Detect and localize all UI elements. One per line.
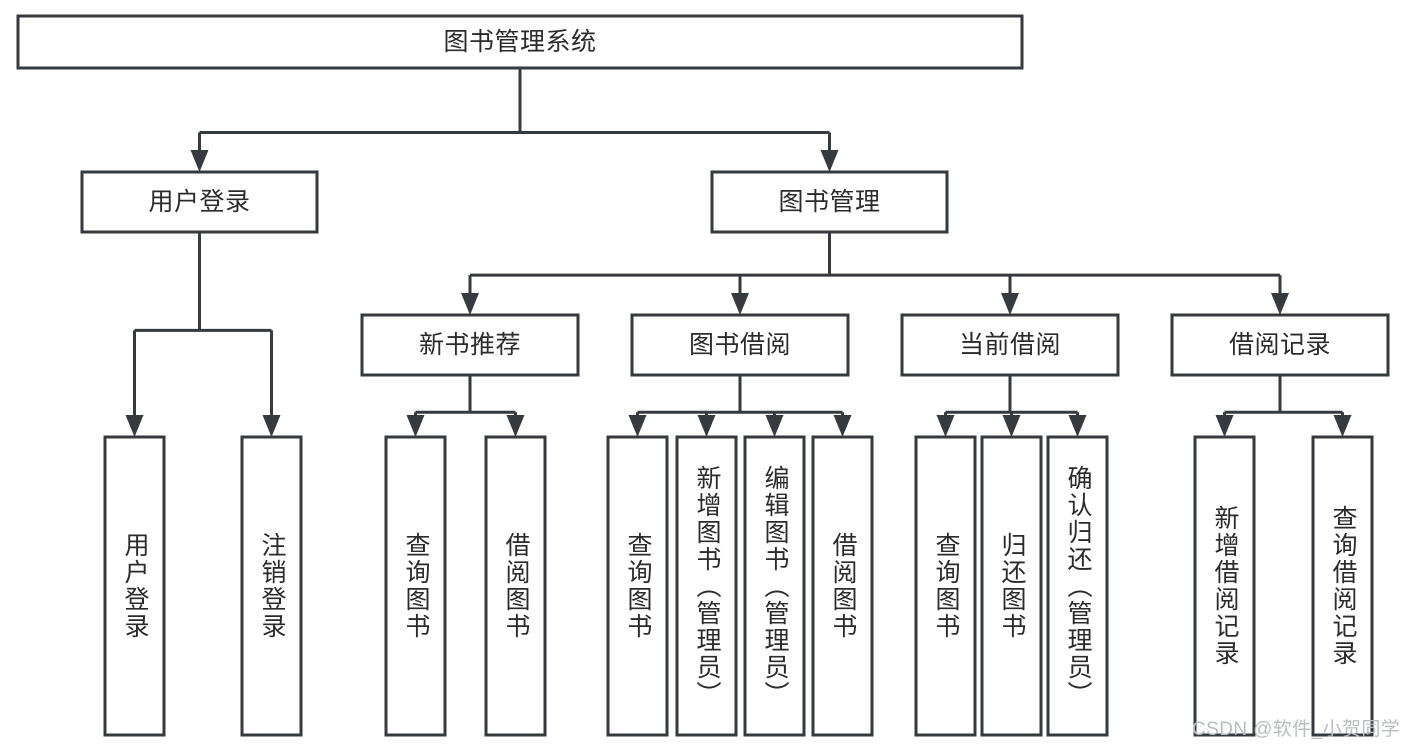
arrow-head-leaf-query-record (1333, 415, 1352, 437)
arrow-head-user-login (190, 150, 209, 172)
node-box-leaf-return-book[interactable] (980, 435, 1043, 737)
node-box-leaf-query-book-1[interactable] (384, 435, 447, 737)
arrow-head-leaf-add-record (1215, 415, 1234, 437)
arrow-head-book-management (820, 150, 839, 172)
node-box-leaf-edit-book[interactable] (743, 435, 806, 737)
boxes-layer (16, 14, 1390, 737)
arrow-head-leaf-logout (262, 415, 281, 437)
arrow-head-leaf-add-book (697, 415, 716, 437)
watermark-text: CSDN @软件_小贺同学 (1192, 719, 1401, 740)
arrow-head-book-borrow (731, 293, 749, 315)
node-box-leaf-borrow-book-1[interactable] (484, 435, 547, 737)
node-box-new-book-recommend[interactable] (360, 313, 580, 377)
node-box-current-borrow[interactable] (900, 313, 1120, 377)
node-box-borrow-records[interactable] (1170, 313, 1390, 377)
node-box-leaf-borrow-book-2[interactable] (811, 435, 874, 737)
arrow-head-leaf-query-book-2 (628, 415, 647, 437)
arrow-head-leaf-return-book (1002, 415, 1021, 437)
node-box-user-login[interactable] (80, 170, 319, 234)
connectors-layer (125, 68, 1352, 437)
node-box-book-borrow[interactable] (630, 313, 850, 377)
arrow-head-borrow-records (1271, 293, 1289, 315)
node-box-leaf-query-record[interactable] (1311, 435, 1374, 737)
arrow-head-current-borrow (1001, 293, 1019, 315)
node-box-root[interactable] (16, 14, 1024, 70)
arrow-head-leaf-confirm-return (1068, 415, 1087, 437)
node-box-leaf-confirm-return[interactable] (1046, 435, 1109, 737)
arrow-head-leaf-edit-book (765, 415, 784, 437)
arrow-head-new-book-recommend (461, 293, 479, 315)
node-box-leaf-add-book[interactable] (675, 435, 738, 737)
node-box-leaf-logout[interactable] (240, 435, 303, 737)
node-box-book-management[interactable] (710, 170, 949, 234)
node-box-leaf-user-login[interactable] (103, 435, 166, 737)
arrow-head-leaf-query-book-1 (406, 415, 425, 437)
arrow-head-leaf-user-login (125, 415, 144, 437)
node-box-leaf-add-record[interactable] (1193, 435, 1256, 737)
arrow-head-leaf-borrow-book-2 (833, 415, 852, 437)
arrow-head-leaf-query-book-3 (936, 415, 955, 437)
node-box-leaf-query-book-2[interactable] (606, 435, 669, 737)
arrow-head-leaf-borrow-book-1 (506, 415, 525, 437)
node-box-leaf-query-book-3[interactable] (914, 435, 977, 737)
